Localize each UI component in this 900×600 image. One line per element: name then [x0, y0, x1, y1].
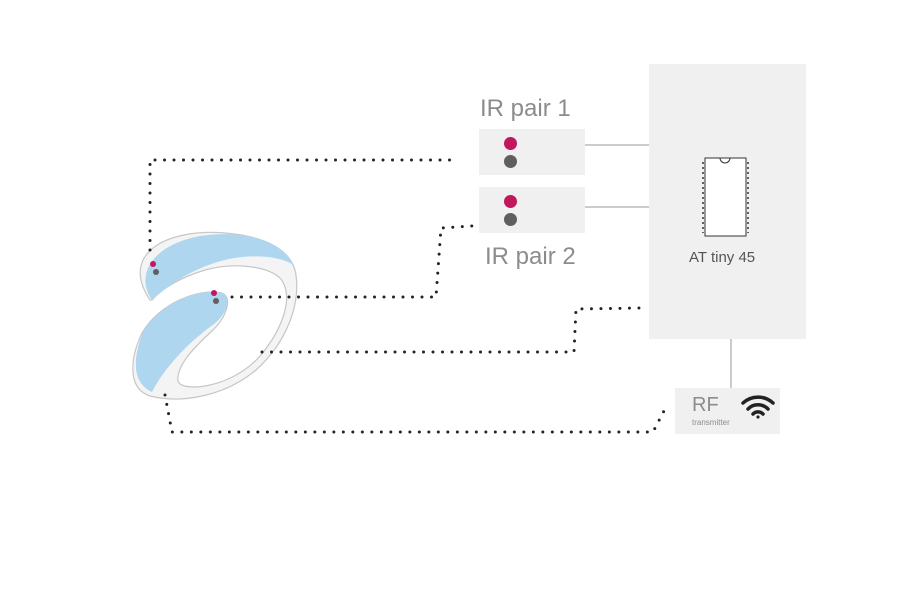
solid-connectors: [585, 144, 732, 388]
ring-ir-detector-dot: [153, 269, 159, 275]
ir-detector-led-icon: [504, 155, 517, 168]
ir-emitter-led-icon: [504, 195, 517, 208]
ir-pair-1-title: IR pair 1: [480, 95, 571, 122]
ring-icon: [132, 231, 298, 400]
rf-transmitter-box: [675, 388, 780, 434]
ring-ir-emitter-dot: [150, 261, 156, 267]
rf-title: RF: [692, 394, 719, 416]
ir-detector-led-icon: [504, 213, 517, 226]
ic-chip-icon: [702, 157, 749, 237]
wire-ring-to-ir2: [230, 224, 474, 299]
ring-ir-emitter-dot-2: [211, 290, 217, 296]
microcontroller-label: AT tiny 45: [689, 249, 756, 266]
ir-pair-2-title: IR pair 2: [485, 243, 576, 270]
rf-subtitle: transmitter: [692, 418, 730, 427]
wire-ring-to-mcu: [260, 306, 643, 354]
ir-pair-1-box: [479, 129, 585, 175]
ir-pair-2-box: [479, 187, 585, 233]
wifi-icon: [741, 395, 775, 419]
ring-ir-detector-dot-2: [213, 298, 219, 304]
dotted-wires: [148, 158, 667, 434]
wire-ring-to-rf: [163, 393, 667, 434]
wire-ring-to-ir1: [148, 158, 457, 252]
ir-emitter-led-icon: [504, 137, 517, 150]
